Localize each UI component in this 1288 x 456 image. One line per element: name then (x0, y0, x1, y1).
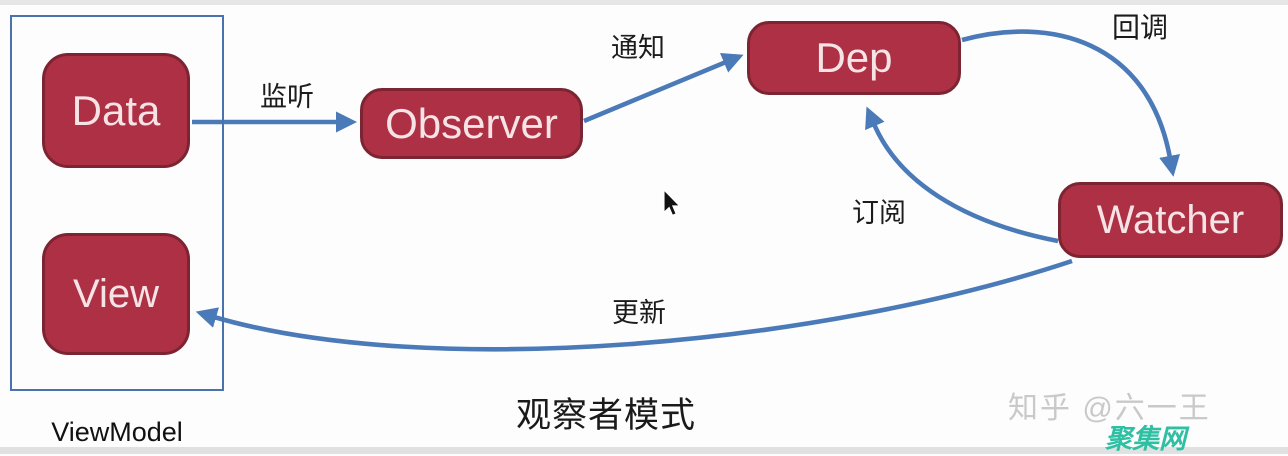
watermark-zhihu: 知乎 @六一王 (1008, 392, 1211, 425)
mouse-cursor (663, 188, 681, 217)
diagram-title: 观察者模式 (515, 396, 696, 435)
observer-node-label: Observer (385, 99, 558, 147)
top-edge-strip (0, 0, 1288, 5)
watermark-juji: 聚集网 (1105, 424, 1186, 454)
watcher-node: Watcher (1058, 182, 1283, 258)
data-node: Data (42, 53, 190, 168)
dep-node-label: Dep (815, 34, 893, 81)
observer-node: Observer (360, 88, 583, 159)
watcher-node-label: Watcher (1096, 197, 1245, 242)
view-node: View (42, 233, 190, 355)
update-edge-label: 更新 (612, 298, 666, 328)
listen-edge-label: 监听 (260, 82, 314, 112)
data-node-label: Data (71, 86, 161, 134)
callback-edge-label: 回调 (1111, 12, 1168, 43)
viewmodel-container (10, 15, 224, 391)
notify-edge-label: 通知 (611, 33, 665, 63)
subscribe-edge-label: 订阅 (852, 198, 906, 228)
bottom-edge-strip (0, 447, 1288, 454)
viewmodel-caption: ViewModel (51, 417, 183, 447)
dep-node: Dep (747, 21, 961, 95)
view-node-label: View (73, 271, 159, 316)
callback-arrow (961, 29, 1181, 177)
notify-arrow (583, 53, 744, 124)
